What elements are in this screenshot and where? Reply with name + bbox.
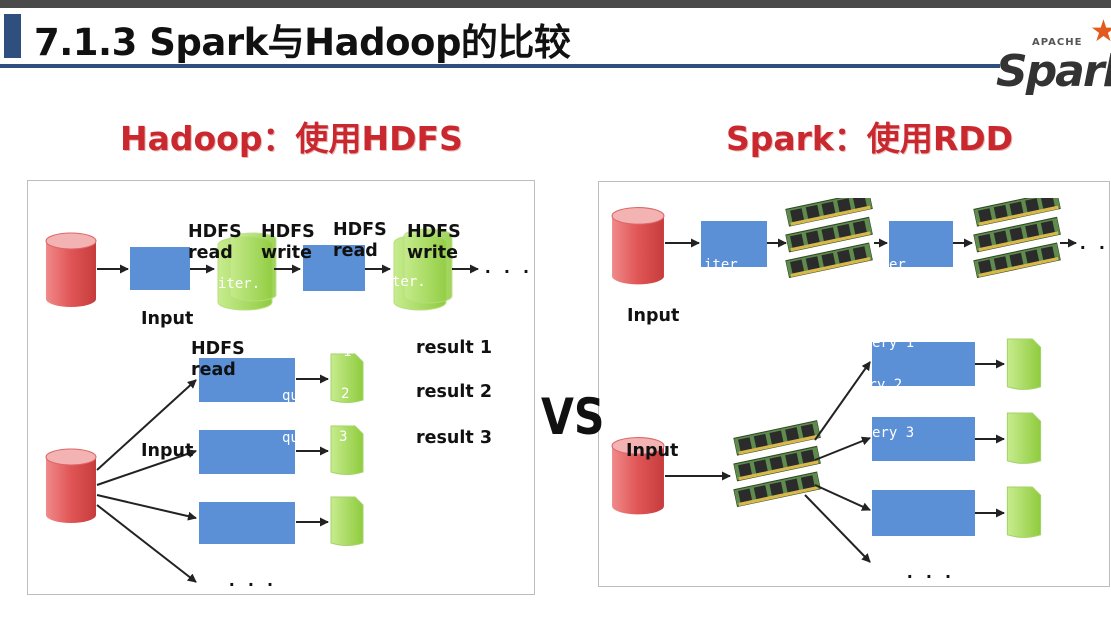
hadoop-heading: Hadoop：使用HDFS	[120, 119, 463, 158]
spark-input-disk-icon	[611, 207, 665, 285]
hadoop-result-doc-icon	[330, 496, 364, 546]
hadoop-hdfs-read-label: HDFS read	[191, 339, 245, 380]
spark-star-icon: ★	[1090, 15, 1111, 48]
title-accent-bar	[4, 14, 21, 58]
spark-memory-ram-icon	[785, 192, 872, 278]
spark-memory-ram-icon	[973, 192, 1060, 278]
hadoop-query-label: qu	[282, 388, 299, 404]
hadoop-query-box	[199, 430, 295, 474]
hadoop-iter-label: iter.	[218, 276, 261, 292]
hadoop-hdfs-write-label: HDFS write	[407, 222, 461, 263]
spark-result-doc-icon	[1006, 412, 1042, 464]
hadoop-hdfs-read-label: HDFS read	[333, 220, 387, 261]
slide-title: 7.1.3 Spark与Hadoop的比较	[34, 21, 571, 64]
spark-input-label: Input	[627, 306, 680, 326]
hadoop-doc-label: 3	[339, 429, 348, 445]
logo-spark-text: Spark	[996, 46, 1111, 97]
spark-query-box	[872, 342, 975, 386]
hadoop-hdfs-write-label: HDFS write	[261, 222, 315, 263]
spark-top-ellipsis: . .	[1080, 232, 1109, 254]
hadoop-doc-label: 1	[343, 344, 352, 360]
spark-input-label: Input	[626, 441, 679, 461]
spark-iter-box	[889, 221, 953, 267]
spark-iter-label: er	[889, 257, 906, 273]
hadoop-query-box	[199, 502, 295, 544]
spark-iter-box	[701, 221, 767, 267]
top-bar	[0, 0, 1111, 8]
hadoop-bottom-ellipsis: . . .	[229, 569, 277, 591]
hadoop-result-label: result 1	[416, 338, 493, 358]
hadoop-doc-label: 2	[341, 386, 350, 402]
spark-query-label: ery 1	[872, 335, 915, 351]
spark-bottom-ellipsis: . . .	[907, 561, 955, 583]
title-underline	[0, 64, 1000, 68]
spark-heading: Spark：使用RDD	[726, 119, 1014, 158]
spark-query-box	[872, 417, 975, 461]
hadoop-result-label: result 3	[416, 428, 493, 448]
vs-label: VS	[541, 388, 605, 446]
hadoop-input-label: Input	[141, 441, 194, 461]
spark-query-label: ery 2	[860, 377, 903, 393]
spark-result-doc-icon	[1006, 338, 1042, 390]
hadoop-query-box	[199, 358, 295, 402]
hadoop-hdfs-disk-icon	[217, 232, 277, 311]
spark-query-label: ery 3	[872, 425, 915, 441]
hadoop-top-ellipsis: . . .	[485, 256, 533, 278]
hadoop-result-label: result 2	[416, 382, 493, 402]
spark-result-doc-icon	[1006, 486, 1042, 538]
spark-memory-ram-icon-2	[733, 421, 820, 507]
hadoop-input-label: Input	[141, 309, 194, 329]
hadoop-query-label: qu	[282, 430, 299, 446]
spark-iter-label: iter	[704, 257, 738, 273]
hadoop-iter-box	[303, 245, 365, 291]
hadoop-input-disk-icon	[45, 232, 97, 308]
logo-apache-text: APACHE	[1032, 37, 1083, 48]
hadoop-hdfs-read-label: HDFS read	[188, 222, 242, 263]
hadoop-iter-label: ter.	[392, 274, 426, 290]
hadoop-iter-box	[130, 247, 190, 290]
spark-query-box	[872, 490, 975, 536]
hadoop-hdfs-disk-icon	[393, 228, 453, 311]
hadoop-input-disk-icon-2	[45, 448, 97, 524]
